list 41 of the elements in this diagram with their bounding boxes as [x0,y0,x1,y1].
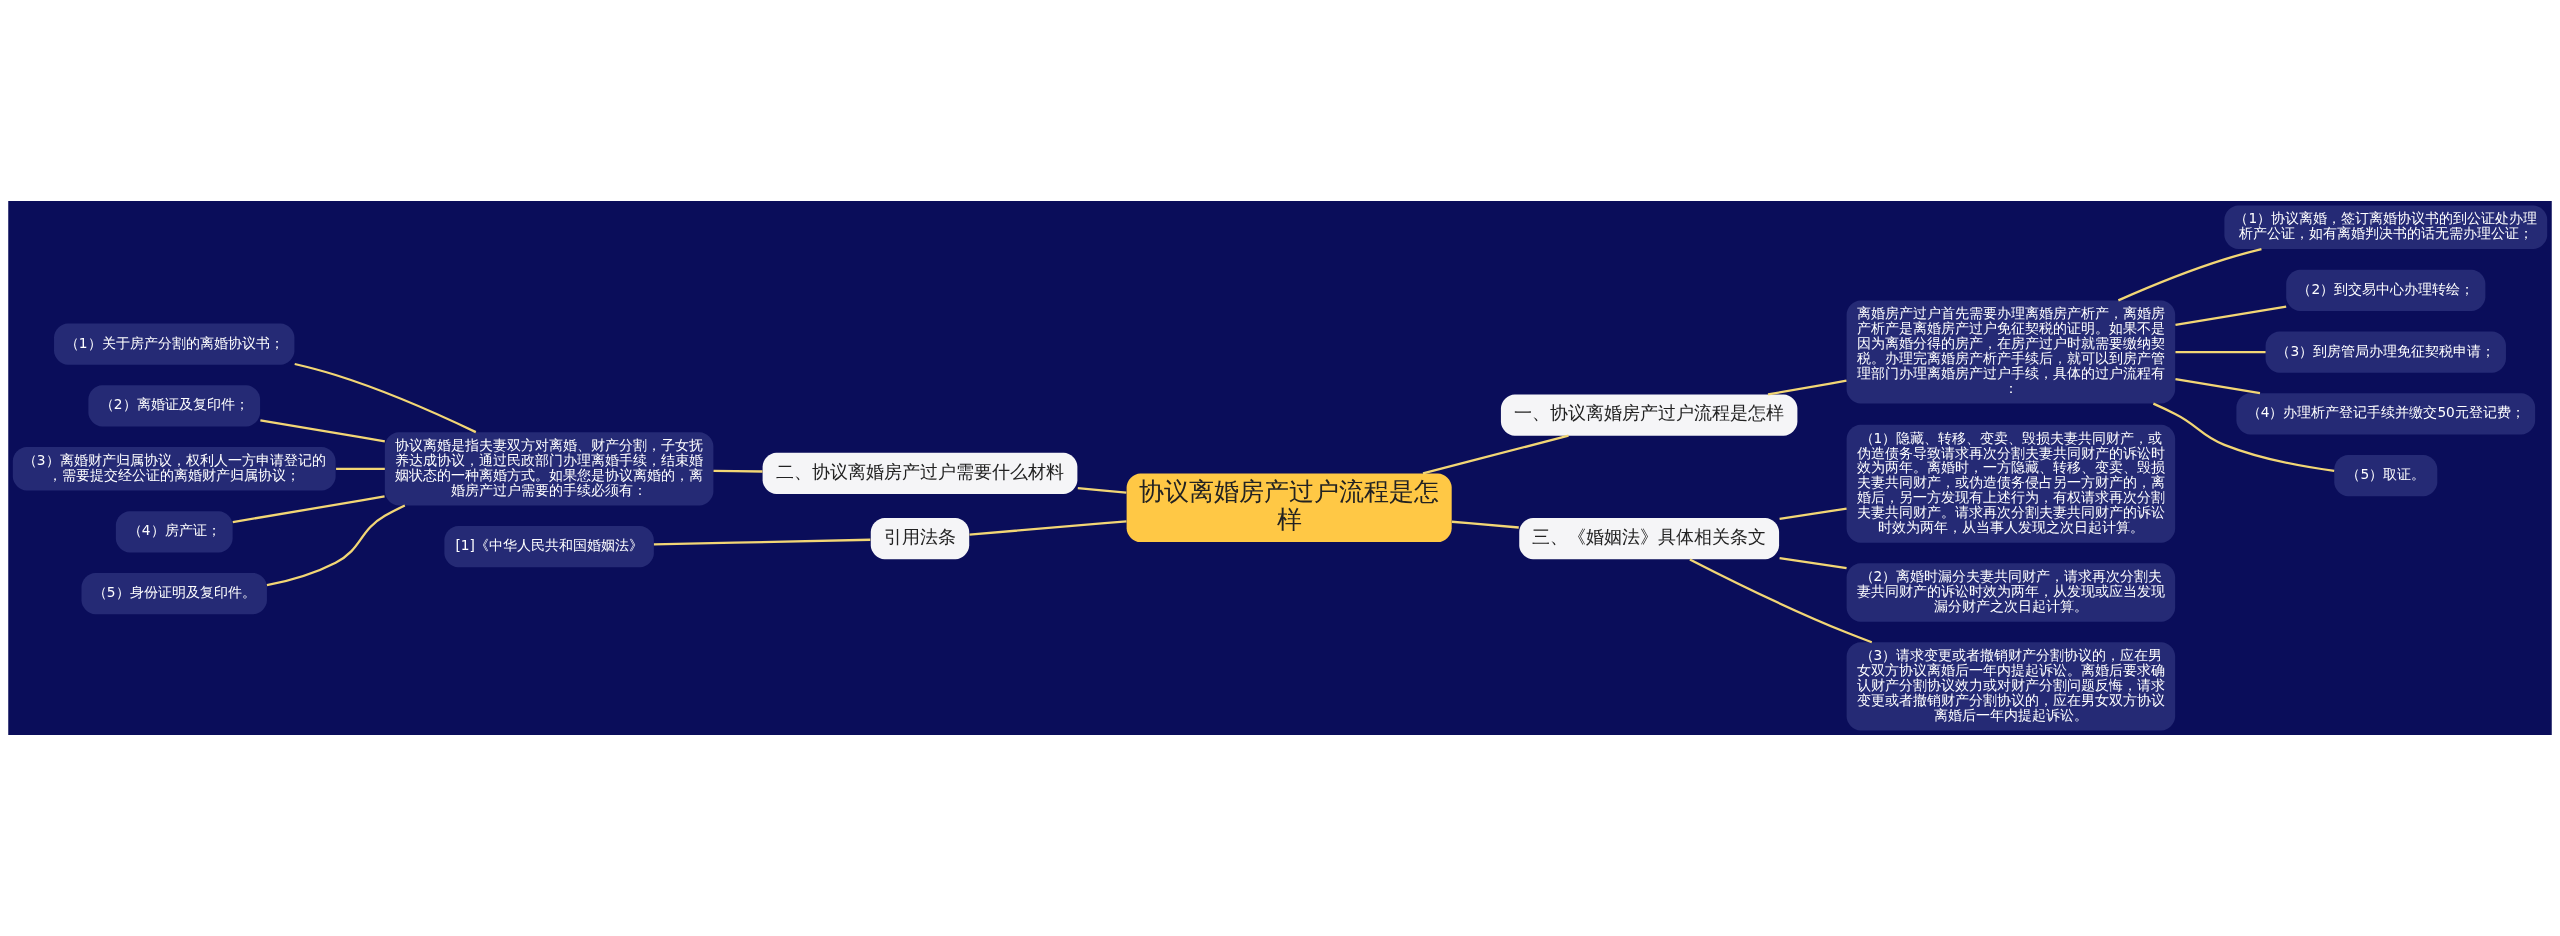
node-box: 三、《婚姻法》具体相关条文 [1519,518,1780,560]
node-box: 引用法条 [870,518,970,560]
node-box: （3）离婚财产归属协议，权利人一方申请登记的，需要提交经公证的离婚财产归属协议； [12,447,336,491]
connector [969,520,1127,536]
node-box: 协议离婚是指夫妻双方对离婚、财产分割，子女抚养达成协议，通过民政部门办理离婚手续，结束婚姻状态的一种离婚方式。如果您是协议离婚的，离婚房产过户需要的手续必须有： [384,432,714,506]
connector [336,467,385,470]
connector [1779,556,1847,570]
connector [713,469,763,473]
node-box: 协议离婚房产过户流程是怎样 [1126,473,1452,543]
connector [1767,379,1847,396]
node-box: （2）离婚时漏分夫妻共同财产，请求再次分割夫妻共同财产的诉讼时效为两年，从发现或应当发现漏分财产之次日起计算。 [1846,563,2176,622]
connector [260,419,385,443]
node-box: （1）关于房产分割的离婚协议书； [54,323,295,365]
node-box: （3）到房管局办理免征契税申请； [2265,331,2506,373]
connector [2175,378,2261,395]
node-box: （3）请求变更或者撤销财产分割协议的，应在男女双方协议离婚后一年内提起诉讼。离婚后要求确认财产分割协议效力或对财产分割问题反悔，请求变更或者撤销财产分割协议的，应在男女双方协议离婚后一年内提起诉讼。 [1846,642,2176,731]
node-box: （4）办理析产登记手续并缴交50元登记费； [2236,393,2536,435]
node-box: （5）身份证明及复印件。 [81,573,267,615]
connector [1689,558,1873,644]
node-box: （2）离婚证及复印件； [88,385,261,427]
connector [2152,402,2335,472]
node-box: 二、协议离婚房产过户需要什么材料 [762,452,1078,495]
connector [1077,486,1127,494]
connector [294,362,477,434]
connector [266,504,406,587]
node-box: （1）隐藏、转移、变卖、毁损夫妻共同财产，或伪造债务导致请求再次分割夫妻共同财产的诉讼时效为两年。离婚时，一方隐藏、转移、变卖、毁损夫妻共同财产，或伪造债务侵占另一方财产的，离婚后，另一方发现有上述行为，有权请求再次分割夫妻共同财产。请求再次分割夫妻共同财产的诉讼时效为两年，从当事人发现之次日起计算。 [1846,424,2176,543]
node-box: （5）取证。 [2334,455,2438,497]
connector [2175,350,2266,354]
node-box: 一、协议离婚房产过户流程是怎样 [1500,394,1798,436]
connector [2175,305,2287,327]
connector [232,495,385,524]
connector [1451,520,1519,529]
node-box: （1）协议离婚，签订离婚协议书的到公证处办理析产公证，如有离婚判决书的话无需办理公证； [2224,205,2548,250]
connector [1422,434,1569,475]
connector [2117,248,2262,302]
node-box: （2）到交易中心办理转绘； [2286,269,2486,311]
connector [653,538,871,546]
node-box: 离婚房产过户首先需要办理离婚房产析产，离婚房产析产是离婚房产过户免征契税的证明。如果不是因为离婚分得的房产，在房产过户时就需要缴纳契税。办理完离婚房产析产手续后，就可以到房产管理部门办理离婚房产过户手续，具体的过户流程有： [1846,300,2176,404]
node-box: （4）房产证； [115,511,233,553]
node-box: [1]《中华人民共和国婚姻法》 [444,526,654,568]
connector [1779,507,1847,521]
